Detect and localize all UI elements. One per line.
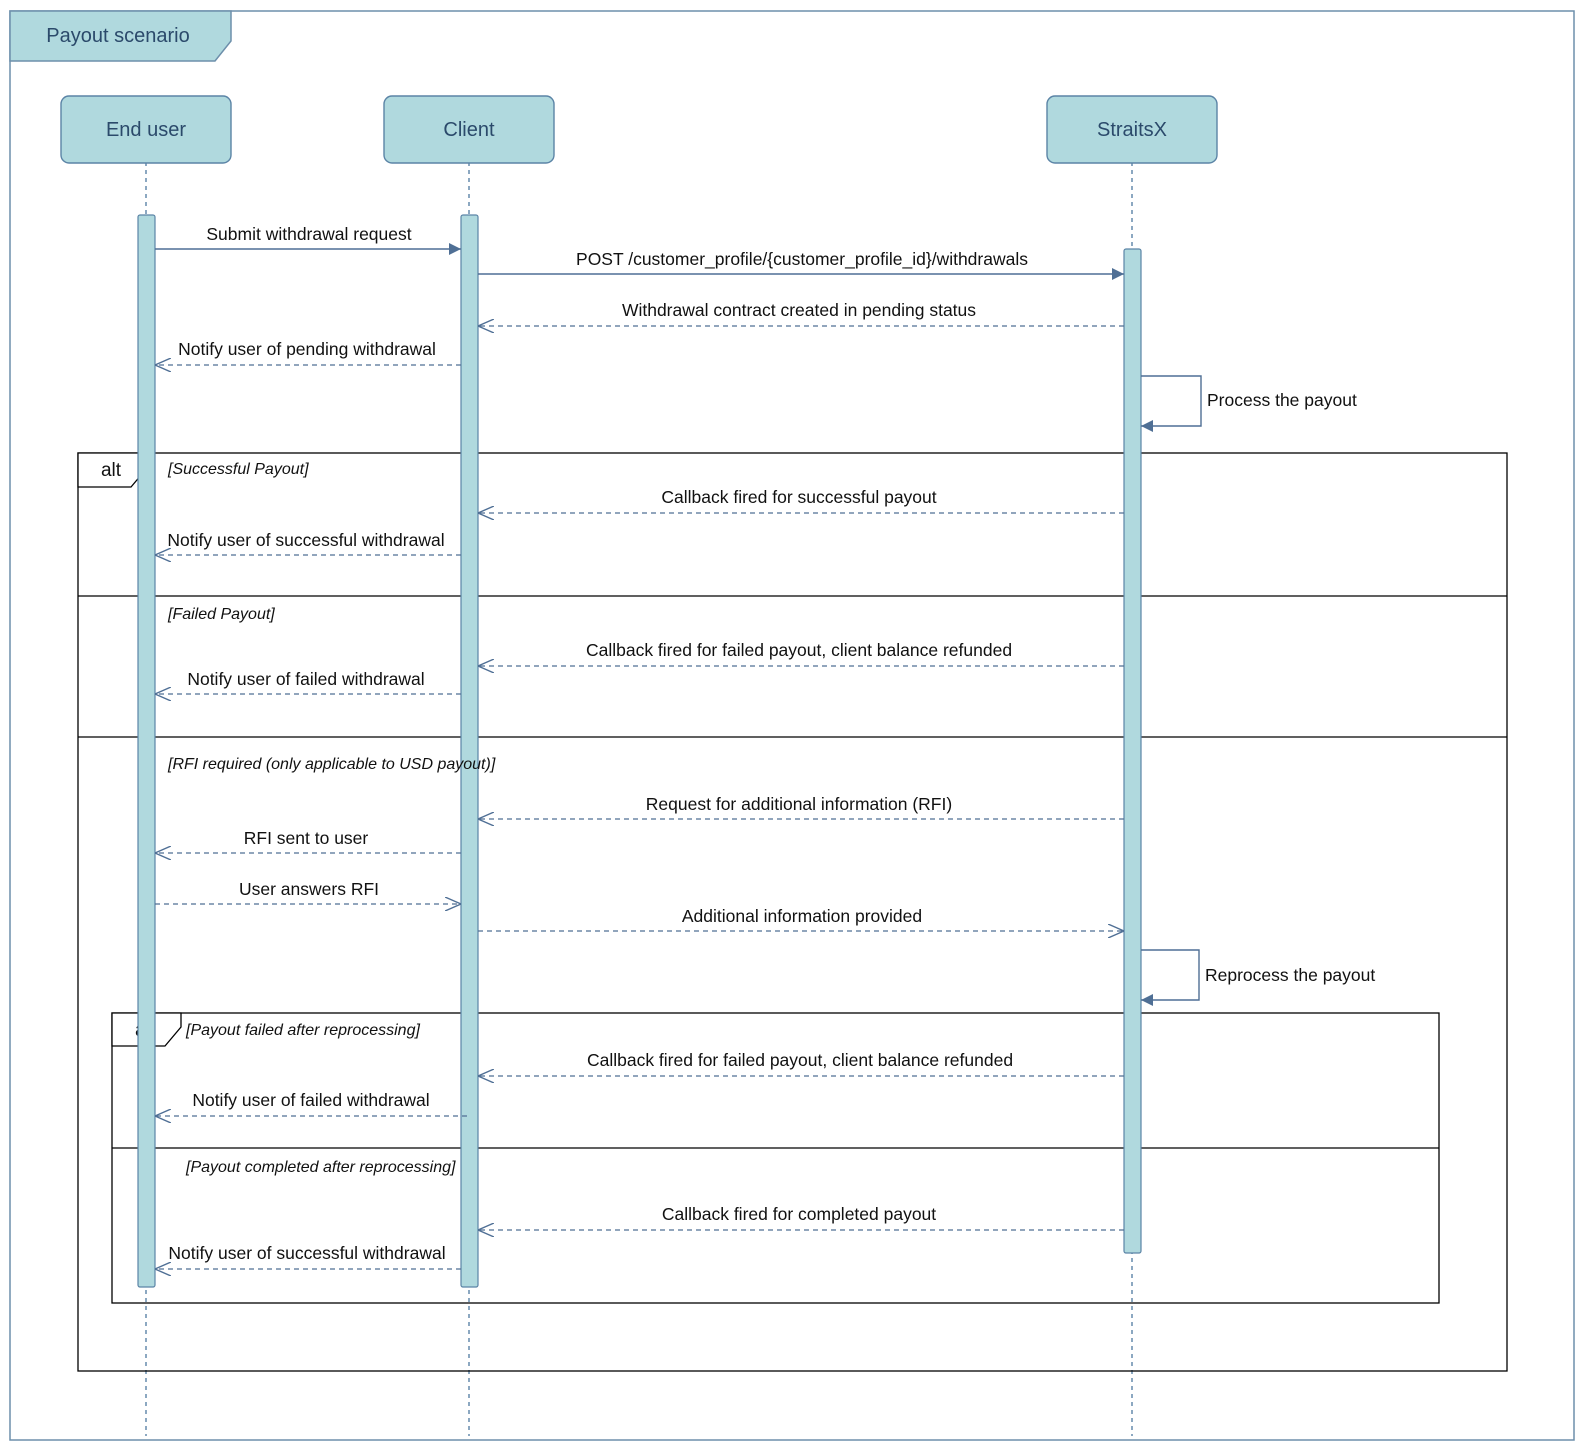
message-reprocess-payout: Reprocess the payout	[1141, 949, 1375, 1006]
message-user-answers: User answers RFI	[155, 879, 461, 904]
message-label: Notify user of successful withdrawal	[167, 530, 444, 550]
message-label: Callback fired for failed payout, client…	[587, 1050, 1013, 1070]
guards: [Successful Payout] [Failed Payout] [RFI…	[167, 461, 496, 1176]
message-label: Callback fired for failed payout, client…	[586, 640, 1012, 660]
participants: End user Client StraitsX	[60, 95, 1218, 164]
guard-payout-failed-reprocessing: [Payout failed after reprocessing]	[185, 1022, 420, 1039]
message-callback-failed-2: Callback fired for failed payout, client…	[478, 1050, 1124, 1076]
guard-successful-payout: [Successful Payout]	[167, 461, 309, 478]
participant-box	[383, 95, 555, 164]
messages: Submit withdrawal request POST /customer…	[155, 224, 1375, 1269]
participant-end-user: End user	[60, 95, 232, 164]
activation-end-user	[137, 214, 156, 1288]
frame-title: Payout scenario	[46, 25, 189, 47]
message-label: Additional information provided	[682, 906, 922, 926]
alt-outer-operator: alt	[101, 460, 122, 481]
message-notify-success-2: Notify user of successful withdrawal	[155, 1243, 461, 1269]
participant-label: Client	[443, 119, 495, 141]
message-process-payout: Process the payout	[1141, 375, 1357, 432]
participant-straitsx: StraitsX	[1046, 95, 1218, 164]
message-label: User answers RFI	[239, 879, 379, 899]
message-label: POST /customer_profile/{customer_profile…	[576, 249, 1028, 270]
message-label: RFI sent to user	[244, 828, 369, 848]
activation-straitsx	[1123, 248, 1142, 1254]
activation-client	[460, 214, 479, 1288]
message-label: Reprocess the payout	[1205, 965, 1375, 985]
participant-box	[1046, 95, 1218, 164]
message-label: Withdrawal contract created in pending s…	[622, 300, 976, 320]
participant-box	[60, 95, 232, 164]
message-label: Callback fired for completed payout	[662, 1204, 936, 1224]
alt-outer-fragment: alt	[77, 452, 1508, 1372]
message-contract-created: Withdrawal contract created in pending s…	[478, 300, 1124, 326]
participant-client: Client	[383, 95, 555, 164]
participant-label: StraitsX	[1097, 119, 1167, 141]
message-notify-pending: Notify user of pending withdrawal	[155, 339, 461, 365]
activations	[137, 214, 1142, 1288]
participant-label: End user	[106, 119, 186, 141]
message-rfi-request: Request for additional information (RFI)	[478, 794, 1124, 819]
message-post-withdrawals: POST /customer_profile/{customer_profile…	[478, 249, 1124, 280]
guard-failed-payout: [Failed Payout]	[167, 606, 275, 623]
message-notify-success: Notify user of successful withdrawal	[155, 530, 461, 555]
message-notify-failed: Notify user of failed withdrawal	[155, 669, 461, 694]
message-label: Process the payout	[1207, 390, 1357, 410]
message-arrow	[1141, 949, 1200, 1006]
guard-payout-completed-reprocessing: [Payout completed after reprocessing]	[185, 1159, 456, 1176]
message-rfi-sent: RFI sent to user	[155, 828, 461, 853]
message-notify-failed-2: Notify user of failed withdrawal	[155, 1090, 467, 1116]
frame-title-tab	[9, 10, 232, 62]
message-label: Notify user of successful withdrawal	[168, 1243, 445, 1263]
alt-inner-border	[111, 1012, 1440, 1304]
alt-outer-border	[77, 452, 1508, 1372]
message-label: Request for additional information (RFI)	[646, 794, 952, 814]
message-callback-completed: Callback fired for completed payout	[478, 1204, 1124, 1230]
message-callback-failed: Callback fired for failed payout, client…	[478, 640, 1124, 666]
guard-rfi-required: [RFI required (only applicable to USD pa…	[167, 756, 496, 773]
message-callback-success: Callback fired for successful payout	[478, 487, 1124, 513]
message-submit-withdrawal: Submit withdrawal request	[155, 224, 461, 255]
message-info-provided: Additional information provided	[478, 906, 1124, 931]
message-label: Notify user of pending withdrawal	[178, 339, 436, 359]
message-label: Submit withdrawal request	[206, 224, 411, 244]
message-arrow	[1141, 375, 1202, 432]
message-label: Notify user of failed withdrawal	[187, 669, 424, 689]
message-label: Notify user of failed withdrawal	[192, 1090, 429, 1110]
message-label: Callback fired for successful payout	[661, 487, 936, 507]
